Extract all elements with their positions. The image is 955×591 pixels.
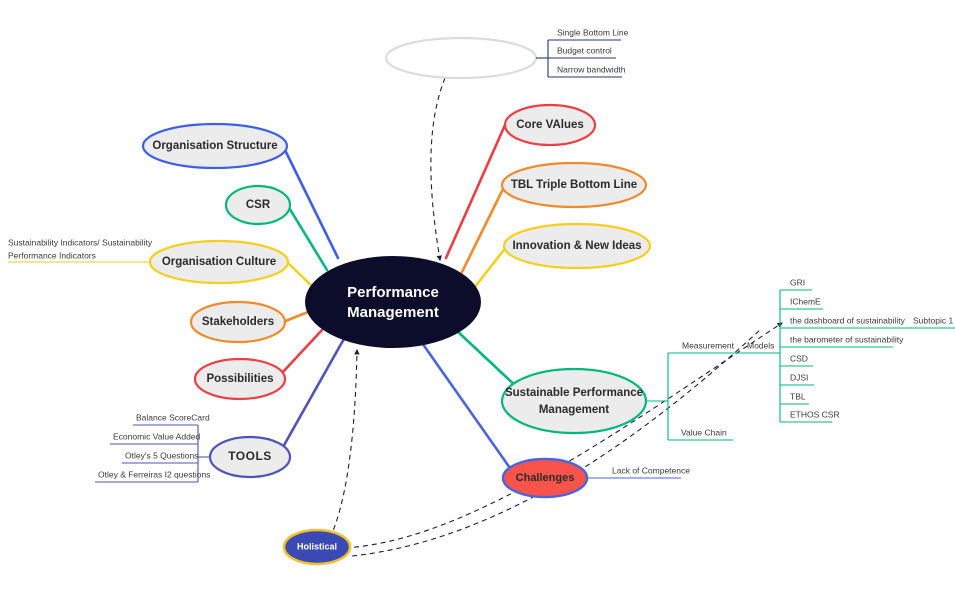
subitem-tbl-model[interactable]: TBL <box>790 391 806 401</box>
node-csr-ellipse[interactable] <box>224 184 292 226</box>
node-org-culture-label: Organisation Culture <box>162 256 276 268</box>
node-stakeholders[interactable]: Stakeholders <box>189 300 287 344</box>
dashed-arrow-holistical-to-center <box>329 348 360 539</box>
node-org-structure[interactable]: Organisation Structure <box>141 122 289 170</box>
empty-top-children: Single Bottom Line Budget control Narrow… <box>536 27 629 78</box>
branch-line-tools <box>281 335 347 449</box>
node-org-culture[interactable]: Organisation Culture <box>148 239 290 285</box>
branch-lines <box>280 123 522 470</box>
subitem-barometer-of-sustainability[interactable]: the barometer of sustainability <box>790 334 904 344</box>
branch-line-innovation <box>472 244 509 290</box>
subitem-gri[interactable]: GRI <box>790 277 805 287</box>
node-org-structure-label: Organisation Structure <box>152 140 277 152</box>
node-core-values-label: Core VAlues <box>516 119 584 131</box>
node-challenges[interactable]: Challenges <box>501 457 589 499</box>
node-org-structure-ellipse[interactable] <box>141 122 289 170</box>
node-spm-label-line1: Sustainable Performance <box>505 387 643 399</box>
node-center-label-line2: Management <box>347 304 439 321</box>
tools-children: Balance ScoreCard Economic Value Added O… <box>95 412 210 483</box>
node-challenges-label: Challenges <box>516 472 575 484</box>
subitem-lack-of-competence[interactable]: Lack of Competence <box>612 465 690 475</box>
node-tbl-label: TBL Triple Bottom Line <box>511 179 637 191</box>
org-culture-children: Sustainability Indicators/ Sustainabilit… <box>8 237 153 263</box>
node-csr[interactable]: CSR <box>224 184 292 226</box>
subitem-budget-control[interactable]: Budget control <box>557 45 612 55</box>
dashed-arrow-top-to-center <box>430 77 446 262</box>
branch-line-possibilities <box>280 328 324 375</box>
node-spm-ellipse[interactable] <box>500 367 648 435</box>
node-stakeholders-label: Stakeholders <box>202 316 274 328</box>
subitem-dashboard-of-sustainability[interactable]: the dashboard of sustainability <box>790 315 906 325</box>
branch-line-tbl <box>460 183 507 274</box>
subitem-djsi[interactable]: DJSI <box>790 372 808 382</box>
spm-children: Measurement Value Chain Models <box>646 340 780 441</box>
node-holistical-ellipse[interactable] <box>282 528 352 566</box>
node-center[interactable]: Performance Management <box>305 256 481 348</box>
subitem-economic-value-added[interactable]: Economic Value Added <box>113 431 201 441</box>
node-possibilities[interactable]: Possibilities <box>193 357 287 401</box>
node-core-values[interactable]: Core VAlues <box>503 103 597 147</box>
node-tools[interactable]: TOOLS <box>208 435 292 479</box>
models-children: GRI IChemE the dashboard of sustainabili… <box>779 277 955 423</box>
subitem-subtopic-1[interactable]: Subtopic 1 <box>913 315 953 325</box>
node-tools-label: TOOLS <box>228 449 272 463</box>
node-empty-top[interactable] <box>384 36 538 80</box>
node-spm[interactable]: Sustainable Performance Management <box>500 367 648 435</box>
node-empty-top-ellipse[interactable] <box>384 36 538 80</box>
subitem-sustainability-indicators-line2[interactable]: Performance Indicators <box>8 250 96 260</box>
node-core-values-ellipse[interactable] <box>503 103 597 147</box>
node-center-label-line1: Performance <box>347 284 439 301</box>
node-csr-label: CSR <box>246 199 271 211</box>
branch-line-challenges <box>418 338 512 470</box>
node-holistical-label: Holistical <box>297 541 337 551</box>
branch-line-core-values <box>444 123 507 260</box>
branch-line-csr <box>286 204 329 272</box>
node-stakeholders-ellipse[interactable] <box>189 300 287 344</box>
node-innovation-label: Innovation & New Ideas <box>512 240 641 252</box>
node-possibilities-label: Possibilities <box>206 373 273 385</box>
branch-line-spm <box>454 328 522 392</box>
subitem-otley-ferreiras-12-questions[interactable]: Otley & Ferreiras I2 questions <box>98 469 210 479</box>
subitem-value-chain[interactable]: Value Chain <box>681 427 727 437</box>
subitem-otleys-5-questions[interactable]: Otley's 5 Questions <box>125 450 198 460</box>
node-innovation-ellipse[interactable] <box>502 222 652 270</box>
subitem-balance-scorecard[interactable]: Balance ScoreCard <box>136 412 210 422</box>
branch-line-org-structure <box>283 148 340 260</box>
subitem-narrow-bandwidth[interactable]: Narrow bandwidth <box>557 64 626 74</box>
node-possibilities-ellipse[interactable] <box>193 357 287 401</box>
subitem-single-bottom-line[interactable]: Single Bottom Line <box>557 27 629 37</box>
dashed-line-secondary <box>351 329 761 557</box>
subitem-csd[interactable]: CSD <box>790 353 808 363</box>
subitem-ichemE[interactable]: IChemE <box>790 296 821 306</box>
node-innovation[interactable]: Innovation & New Ideas <box>502 222 652 270</box>
branch-line-org-culture <box>285 260 317 291</box>
challenges-children: Lack of Competence <box>587 465 690 479</box>
node-spm-label-line2: Management <box>539 404 609 416</box>
subitem-ethos-csr[interactable]: ETHOS CSR <box>790 409 840 419</box>
node-holistical[interactable]: Holistical <box>282 528 352 566</box>
node-tbl[interactable]: TBL Triple Bottom Line <box>500 161 648 209</box>
subitem-models[interactable]: Models <box>747 340 774 350</box>
subitem-measurement[interactable]: Measurement <box>682 340 735 350</box>
node-center-ellipse[interactable] <box>305 256 481 348</box>
subitem-sustainability-indicators-line1[interactable]: Sustainability Indicators/ Sustainabilit… <box>8 237 153 247</box>
node-tbl-ellipse[interactable] <box>500 161 648 209</box>
